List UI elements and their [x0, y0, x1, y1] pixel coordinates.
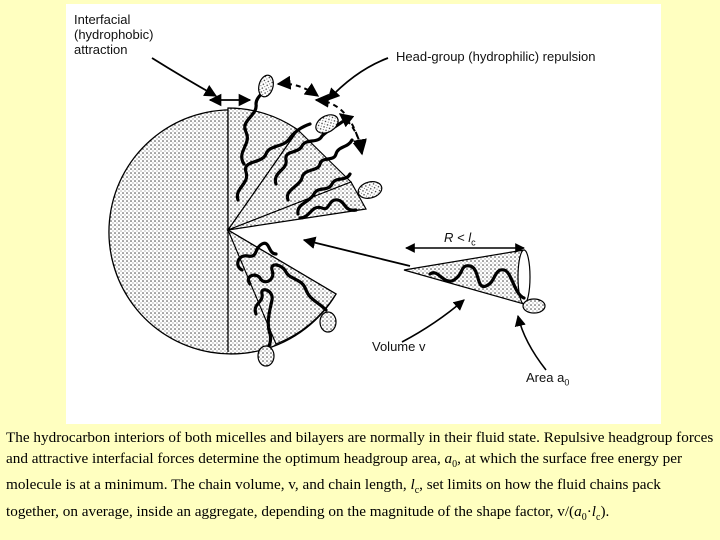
headgroup-label: Head-group (hydrophilic) repulsion	[396, 49, 596, 64]
head-group	[319, 311, 337, 333]
volume-pointer	[401, 299, 465, 343]
caption-part: , at which the surface free energy per m…	[6, 449, 683, 494]
micelle-lower-wedge	[226, 228, 337, 345]
caption-symbol: l	[410, 476, 415, 494]
caption-symbol: a	[574, 502, 582, 520]
interfacial-label-line: attraction	[74, 42, 128, 57]
caption-part: , set limits on how the fluid chains pac…	[6, 476, 661, 520]
caption-subscript: c	[596, 511, 601, 523]
figure-caption: The hydrocarbon interiors of both micell…	[6, 428, 714, 528]
volume-label: Volume v	[372, 339, 426, 354]
head-group	[315, 114, 339, 134]
caption-subscript: c	[414, 485, 420, 497]
micelle-drawing	[108, 57, 547, 371]
area-label: Area a0	[526, 370, 569, 391]
molecule-cone	[403, 249, 525, 305]
hydrocarbon-chain	[236, 241, 278, 272]
caption-part: ·	[586, 502, 592, 520]
caption-part: ).	[600, 502, 610, 520]
interfacial-pointer	[151, 57, 218, 97]
head-group	[357, 181, 383, 199]
hydrocarbon-chain	[298, 198, 358, 220]
caption-symbol: a	[444, 449, 453, 467]
interfacial-label-line: Interfacial	[74, 12, 131, 27]
caption-part: The hydrocarbon interiors of both micell…	[6, 429, 714, 467]
micelle-upper-wedge-2	[227, 181, 367, 231]
interfacial-label: Interfacial (hydrophobic) attraction	[74, 12, 154, 57]
molecule-head-group	[522, 298, 546, 314]
hydrocarbon-chain	[253, 288, 274, 356]
head-group	[258, 74, 274, 98]
head-group	[257, 345, 275, 367]
repulsion-arrow	[314, 93, 367, 156]
length-label-sub: c	[471, 237, 476, 248]
caption-symbol: l	[591, 502, 596, 520]
area-pointer	[514, 314, 547, 371]
area-label-sub: 0	[564, 377, 570, 388]
caption-subscript: 0	[452, 458, 458, 470]
hydrocarbon-chain	[235, 122, 312, 202]
molecule-chain	[428, 264, 526, 300]
caption-subscript: 0	[581, 511, 587, 523]
hydrocarbon-chain	[296, 172, 352, 216]
repulsion-arrow	[276, 75, 320, 97]
caption-text: The hydrocarbon interiors of both micell…	[6, 428, 714, 528]
length-label: R < lc	[444, 230, 476, 251]
insertion-arrow	[302, 236, 411, 267]
hydrocarbon-chain	[246, 263, 328, 312]
interfacial-label-line: (hydrophobic)	[74, 27, 154, 42]
headgroup-pointer	[327, 57, 389, 101]
area-label-text: Area a	[526, 370, 565, 385]
micelle-diagram: Interfacial (hydrophobic) attraction Hea…	[66, 4, 661, 424]
length-label-text: R < l	[444, 230, 472, 245]
